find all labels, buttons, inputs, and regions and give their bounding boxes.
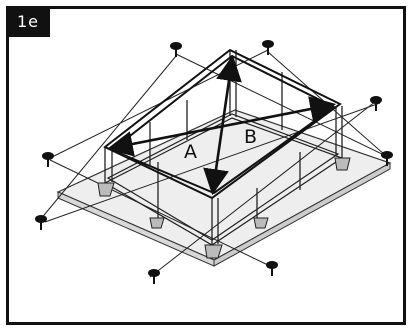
screw-icon	[170, 42, 182, 57]
foot-brackets	[97, 157, 351, 259]
diagonal-b-label: B	[244, 126, 257, 148]
screw-icon	[370, 96, 382, 111]
screw-icon	[381, 151, 393, 166]
screw-icon	[148, 269, 160, 284]
step-label: 1e	[6, 6, 50, 37]
screw-icon	[262, 40, 274, 55]
screw-icon	[42, 152, 54, 167]
diagonal-b-arrow	[106, 96, 337, 157]
screw-icon	[266, 261, 278, 276]
diagonal-a-label: A	[184, 141, 197, 163]
screw-icons	[35, 40, 393, 284]
screw-icon	[35, 215, 47, 230]
